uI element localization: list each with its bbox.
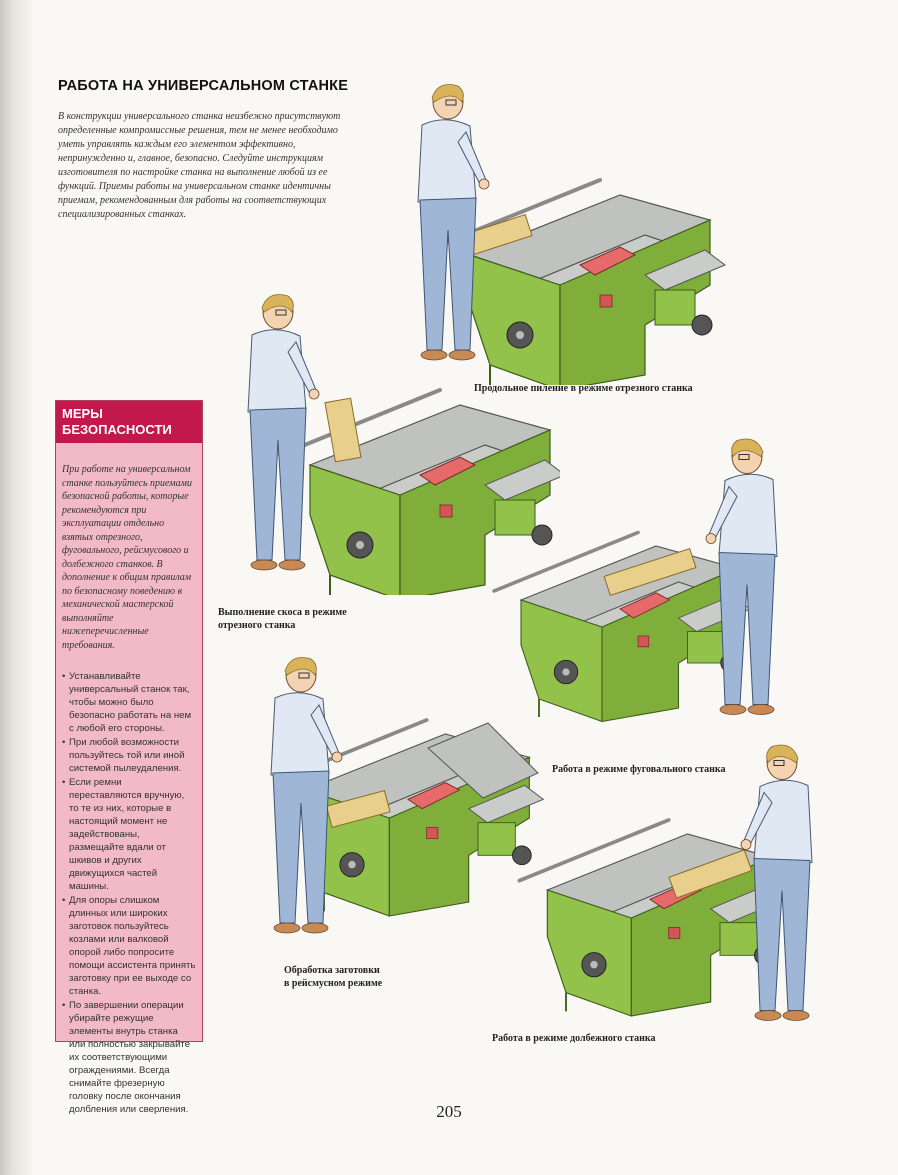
caption-bevel-line2: отрезного станка — [218, 620, 296, 631]
caption-thicknesser-line2: в рейсмусном режиме — [284, 978, 383, 989]
safety-title: МЕРЫ БЕЗОПАСНОСТИ — [56, 401, 202, 443]
illustration-rip-sawing — [417, 83, 727, 385]
safety-item: По завершении операции убирайте режущие … — [62, 999, 196, 1116]
page-heading: РАБОТА НА УНИВЕРСАЛЬНОМ СТАНКЕ — [58, 78, 349, 94]
caption-mortiser: Работа в режиме долбежного станка — [492, 1033, 656, 1044]
caption-jointer: Работа в режиме фуговального станка — [552, 764, 726, 775]
safety-item: Для опоры слишком длинных или широких за… — [62, 894, 196, 998]
safety-item: Если ремни переставляются вручную, то те… — [62, 776, 196, 893]
illustration-bevel-cut — [247, 293, 560, 595]
illustration-thicknesser — [270, 656, 546, 934]
caption-thicknesser-line1: Обработка заготовки — [284, 965, 380, 976]
safety-item: При любой возможности пользуйтесь той ил… — [62, 736, 196, 775]
safety-intro: При работе на универсальном станке польз… — [62, 464, 193, 651]
caption-rip-sawing: Продольное пиление в режиме отрезного ст… — [474, 383, 693, 394]
caption-bevel-line1: Выполнение скоса в режиме — [218, 607, 347, 618]
safety-title-line2: БЕЗОПАСНОСТИ — [62, 422, 172, 437]
illustration-jointer — [492, 438, 778, 724]
intro-paragraph: В конструкции универсального станка неиз… — [58, 111, 341, 220]
illustration-mortiser — [517, 744, 813, 1022]
safety-title-line1: МЕРЫ — [62, 406, 103, 421]
page-number: 205 — [436, 1102, 462, 1121]
caption-thicknesser: Обработка заготовки в рейсмусном режиме — [284, 964, 444, 990]
safety-list: Устанавливайте универсальный станок так,… — [62, 670, 196, 1116]
page-gutter-shadow — [0, 0, 32, 1175]
safety-item: Устанавливайте универсальный станок так,… — [62, 670, 196, 735]
caption-bevel-cut: Выполнение скоса в режиме отрезного стан… — [218, 606, 378, 632]
safety-box: МЕРЫ БЕЗОПАСНОСТИ При работе на универса… — [55, 400, 203, 1115]
